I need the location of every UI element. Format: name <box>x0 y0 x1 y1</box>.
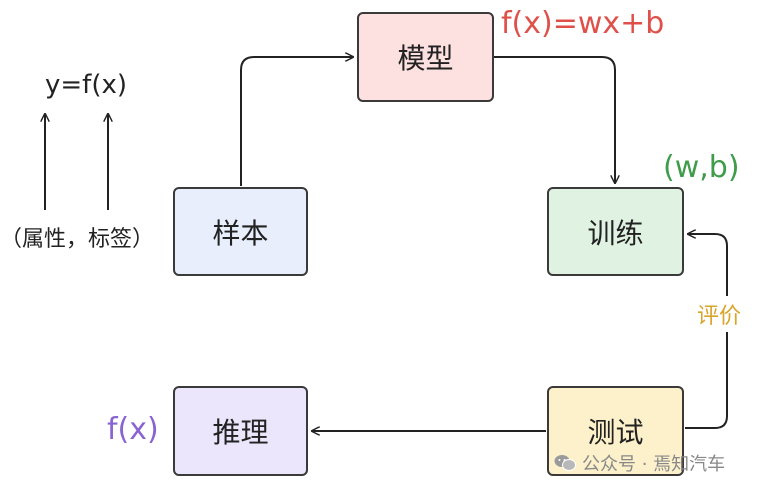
sample-node: 样本 <box>173 187 308 276</box>
target-function: y=f(x) <box>45 70 127 100</box>
arrow-sample-to-model <box>240 57 353 186</box>
model-label: 模型 <box>397 42 454 75</box>
infer-node: 推理 <box>173 386 308 476</box>
test-label: 测试 <box>587 416 644 449</box>
test-node: 测试 <box>547 386 684 476</box>
train-node: 训练 <box>547 187 684 276</box>
infer-label: 推理 <box>212 416 269 449</box>
model-node: 模型 <box>357 12 494 102</box>
watermark-text: 公众号 · 焉知汽车 <box>582 454 726 475</box>
model-formula: f(x)=wx+b <box>501 6 665 41</box>
train-label: 训练 <box>587 216 644 250</box>
evaluate-label: 评价 <box>697 296 742 332</box>
arrow-model-to-train <box>494 56 615 183</box>
infer-output: f(x) <box>107 412 159 447</box>
sample-description: （属性，标签） <box>0 227 155 252</box>
watermark: 公众号 · 焉知汽车 <box>554 450 725 476</box>
wechat-icon <box>554 454 576 472</box>
sample-label: 样本 <box>212 216 269 250</box>
train-params: (w,b) <box>663 150 740 185</box>
